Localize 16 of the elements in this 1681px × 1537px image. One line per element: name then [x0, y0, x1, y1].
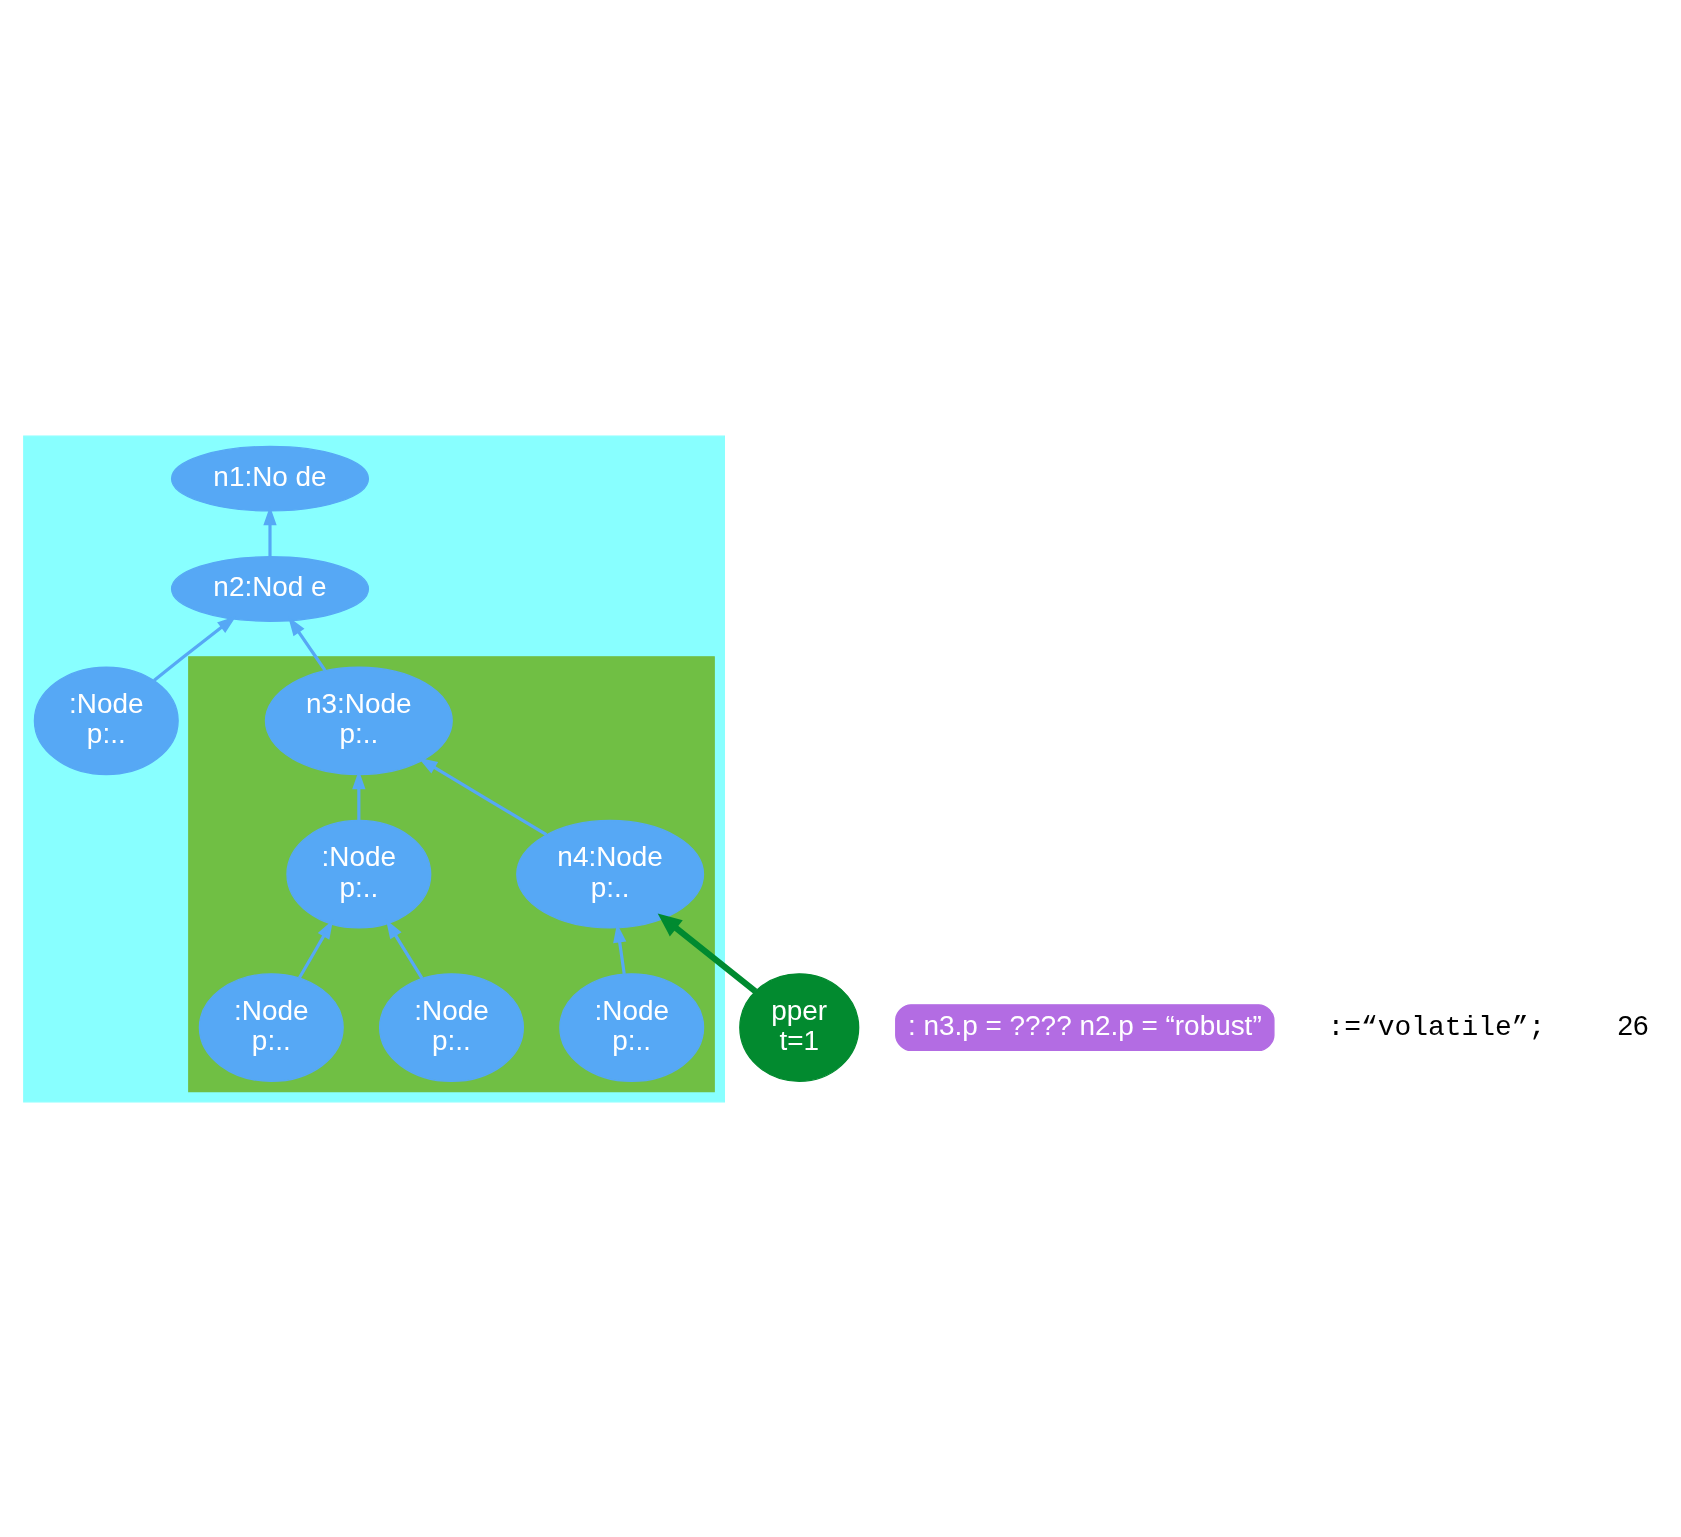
node-ellipse: n1:No de [170, 445, 370, 512]
node-ellipse: :Node p:.. [559, 972, 705, 1082]
node-ellipse: :Node p:.. [198, 972, 344, 1082]
arrow [657, 912, 758, 994]
node-circle: pper t=1 [739, 972, 860, 1082]
node-ellipse: n4:Node p:.. [516, 819, 705, 929]
node-ellipse: n2:Nod e [170, 555, 370, 622]
cluster [23, 435, 725, 1102]
label: :=“volatile”; [1327, 1011, 1546, 1043]
cluster [188, 655, 715, 1092]
node-box: : n3.p = ???? n2.p = “robust” [895, 1003, 1275, 1051]
node-ellipse: :Node p:.. [33, 665, 179, 775]
arrow [418, 757, 548, 836]
node-ellipse: :Node p:.. [378, 972, 524, 1082]
node-ellipse: :Node p:.. [286, 819, 432, 929]
label: 26 [1617, 1009, 1649, 1041]
